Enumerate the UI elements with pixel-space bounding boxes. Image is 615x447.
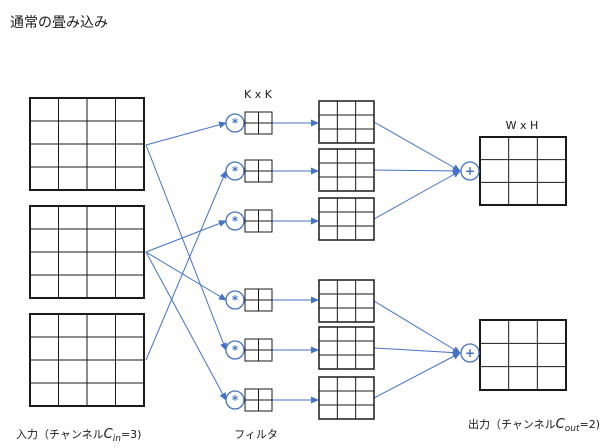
diagram-title: 通常の畳み込み [10,15,108,31]
feature-map-1 [318,100,375,144]
arrow-map-to-sum-1 [373,121,461,172]
filter-kernel-5 [244,338,273,362]
feature-map-2 [318,148,375,192]
svg-text:+: + [465,164,475,178]
arrow-map-to-sum-5 [373,347,461,357]
svg-text:*: * [232,116,239,130]
feature-map-6 [318,376,375,420]
input-channels [29,97,145,407]
arrow-input-to-filter-6 [145,251,227,301]
output-caption-prefix: 出力（チャンネル [468,417,556,431]
arrow-input-to-filter-3 [145,220,227,253]
filter-group: * * * * * * [225,111,273,412]
input-caption: 入力（チャンネルCin=3) [16,427,141,444]
svg-text:*: * [232,393,239,407]
feature-map-5 [318,326,375,370]
filter-kernel-3 [244,209,273,233]
arrow-map-to-sum-4 [373,300,461,354]
svg-text:+: + [465,346,475,360]
conv-operator-1: * [225,113,245,133]
svg-text:*: * [232,164,239,178]
filter-kernel-1 [244,111,273,135]
output-caption-symbol: C [556,417,566,432]
svg-text:*: * [232,293,239,307]
arrow-map-to-sum-3 [373,170,461,220]
sum-operator-1: + [460,161,480,181]
arrow-input-to-filter-2 [145,144,227,351]
output-channel-2 [479,319,567,391]
output-channels: ++ [460,136,567,391]
output-caption-subscript: out [565,424,580,434]
output-caption: 出力（チャンネルCout=2) [468,417,600,434]
feature-map-3 [318,197,375,241]
output-caption-suffix: =2) [580,418,601,431]
filter-kernel-4 [244,288,273,312]
output-size-label: W x H [506,119,539,132]
input-channel-1 [29,97,145,191]
arrow-input-to-filter-5 [145,170,227,361]
output-channel-1 [479,136,567,206]
conv-operator-3: * [225,211,245,231]
kernel-size-label: K x K [244,88,273,101]
conv-operator-4: * [225,290,245,310]
conv-operator-6: * [225,390,245,410]
filter-caption: フィルタ [234,428,278,441]
arrow-input-to-filter-4 [145,251,227,401]
conv-operator-5: * [225,340,245,360]
input-caption-symbol: C [104,427,114,442]
arrow-map-to-sum-6 [373,352,461,399]
svg-text:*: * [232,214,239,228]
input-caption-suffix: =3) [121,428,142,441]
sum-operator-2: + [460,343,480,363]
filter-kernel-6 [244,388,273,412]
input-channel-2 [29,205,145,299]
arrow-input-to-filter-1 [145,121,227,146]
conv-operator-2: * [225,161,245,181]
filter-kernel-2 [244,159,273,183]
input-channel-3 [29,313,145,407]
connection-arrows [145,119,461,404]
svg-text:*: * [232,343,239,357]
intermediate-feature-maps [318,100,375,420]
feature-map-4 [318,279,375,323]
input-caption-subscript: in [113,434,122,444]
input-caption-prefix: 入力（チャンネル [16,428,104,441]
arrow-map-to-sum-2 [373,167,461,175]
